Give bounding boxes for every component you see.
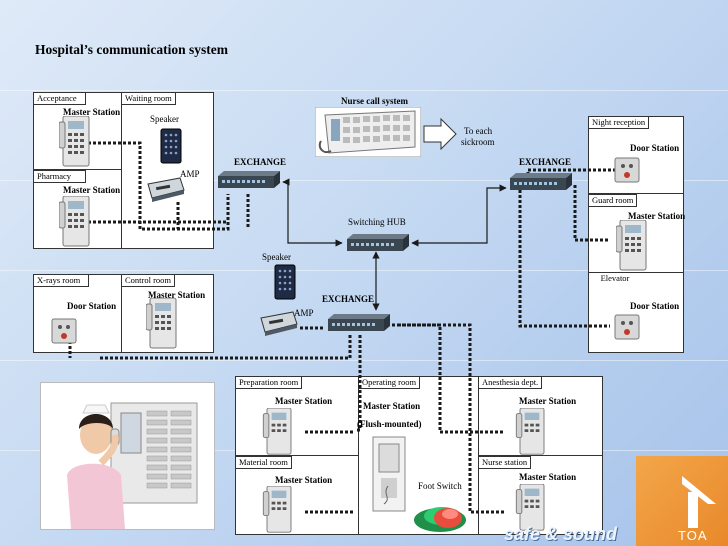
divider [588,193,683,194]
label-door-station: Door Station [630,143,680,153]
label-amp: AMP [294,308,314,318]
label-exchange: EXCHANGE [322,294,375,304]
flush-mounted-station-icon [372,436,406,517]
master-station-icon [58,115,93,173]
label-switching-hub: Switching HUB [348,217,406,227]
master-station-icon [515,407,549,461]
master-station-icon [515,483,549,537]
label-sickroom: sickroom [461,137,495,147]
amplifier-icon [144,176,186,207]
label-amp: AMP [180,169,200,179]
safe-sound-logo: safe & sound [504,524,618,544]
door-station-icon [51,318,77,349]
master-station-icon [615,219,650,277]
room-label-pharmacy: Pharmacy [33,170,86,183]
divider [33,169,122,170]
speaker-icon [274,264,296,305]
divider [235,455,359,456]
exchange-icon [326,313,392,340]
master-station-icon [262,407,296,461]
exchange-icon [508,172,574,199]
master-station-icon [262,485,296,539]
speaker-icon [160,128,182,169]
room-label-nurse-station: Nurse station [478,456,532,469]
master-station-icon [58,195,93,253]
room-label-guard-room: Guard room [588,194,638,207]
label-door-station: Door Station [67,301,117,311]
label-to-each: To each [464,126,493,136]
room-label-x-rays-room: X-rays room [33,274,89,287]
label-nurse-call-system: Nurse call system [341,96,408,106]
master-station-icon [145,297,180,355]
room-label-control-room: Control room [121,274,176,287]
label-master-station: Master Station [628,211,686,221]
room-label-preparation-room: Preparation room [235,376,303,389]
label-master-station: Master Station [63,185,121,195]
label-door-station: Door Station [630,301,680,311]
nurse-call-panel-icon [314,106,422,162]
room-label-night-reception: Night reception [588,116,650,129]
label-speaker: Speaker [150,114,179,124]
switching-hub-icon [345,233,411,260]
toa-logo: TOA [636,456,728,546]
room-label-material-room: Material room [235,456,292,469]
label-master-station: Master Station [519,472,577,482]
room-label-acceptance: Acceptance [33,92,86,105]
exchange-icon [216,170,282,197]
label-speaker: Speaker [262,252,291,262]
nurse-photo [40,382,215,530]
label-flush-mounted: (Flush-mounted) [357,419,422,429]
label-master-station: Master Station [275,396,333,406]
divider [478,455,602,456]
foot-switch-icon [412,496,468,539]
label-exchange: EXCHANGE [234,157,287,167]
door-station-icon [614,314,640,345]
divider [588,272,683,273]
room-label-elevator: Elevator [600,273,630,283]
room-label-anesthesia-dept: Anesthesia dept. [478,376,543,389]
toa-logo-text: TOA [678,528,708,543]
room-label-waiting-room: Waiting room [121,92,176,105]
label-foot-switch: Foot Switch [418,481,462,491]
label-master-station: Master Station [148,290,206,300]
label-exchange: EXCHANGE [519,157,572,167]
label-master-station: Master Station [363,401,421,411]
amplifier-icon [257,310,299,341]
label-master-station: Master Station [63,107,121,117]
label-master-station: Master Station [519,396,577,406]
label-master-station: Master Station [275,475,333,485]
page-title: Hospital’s communication system [35,42,228,57]
door-station-icon [614,157,640,188]
divider [121,274,122,352]
arrow-right-icon [423,117,457,155]
